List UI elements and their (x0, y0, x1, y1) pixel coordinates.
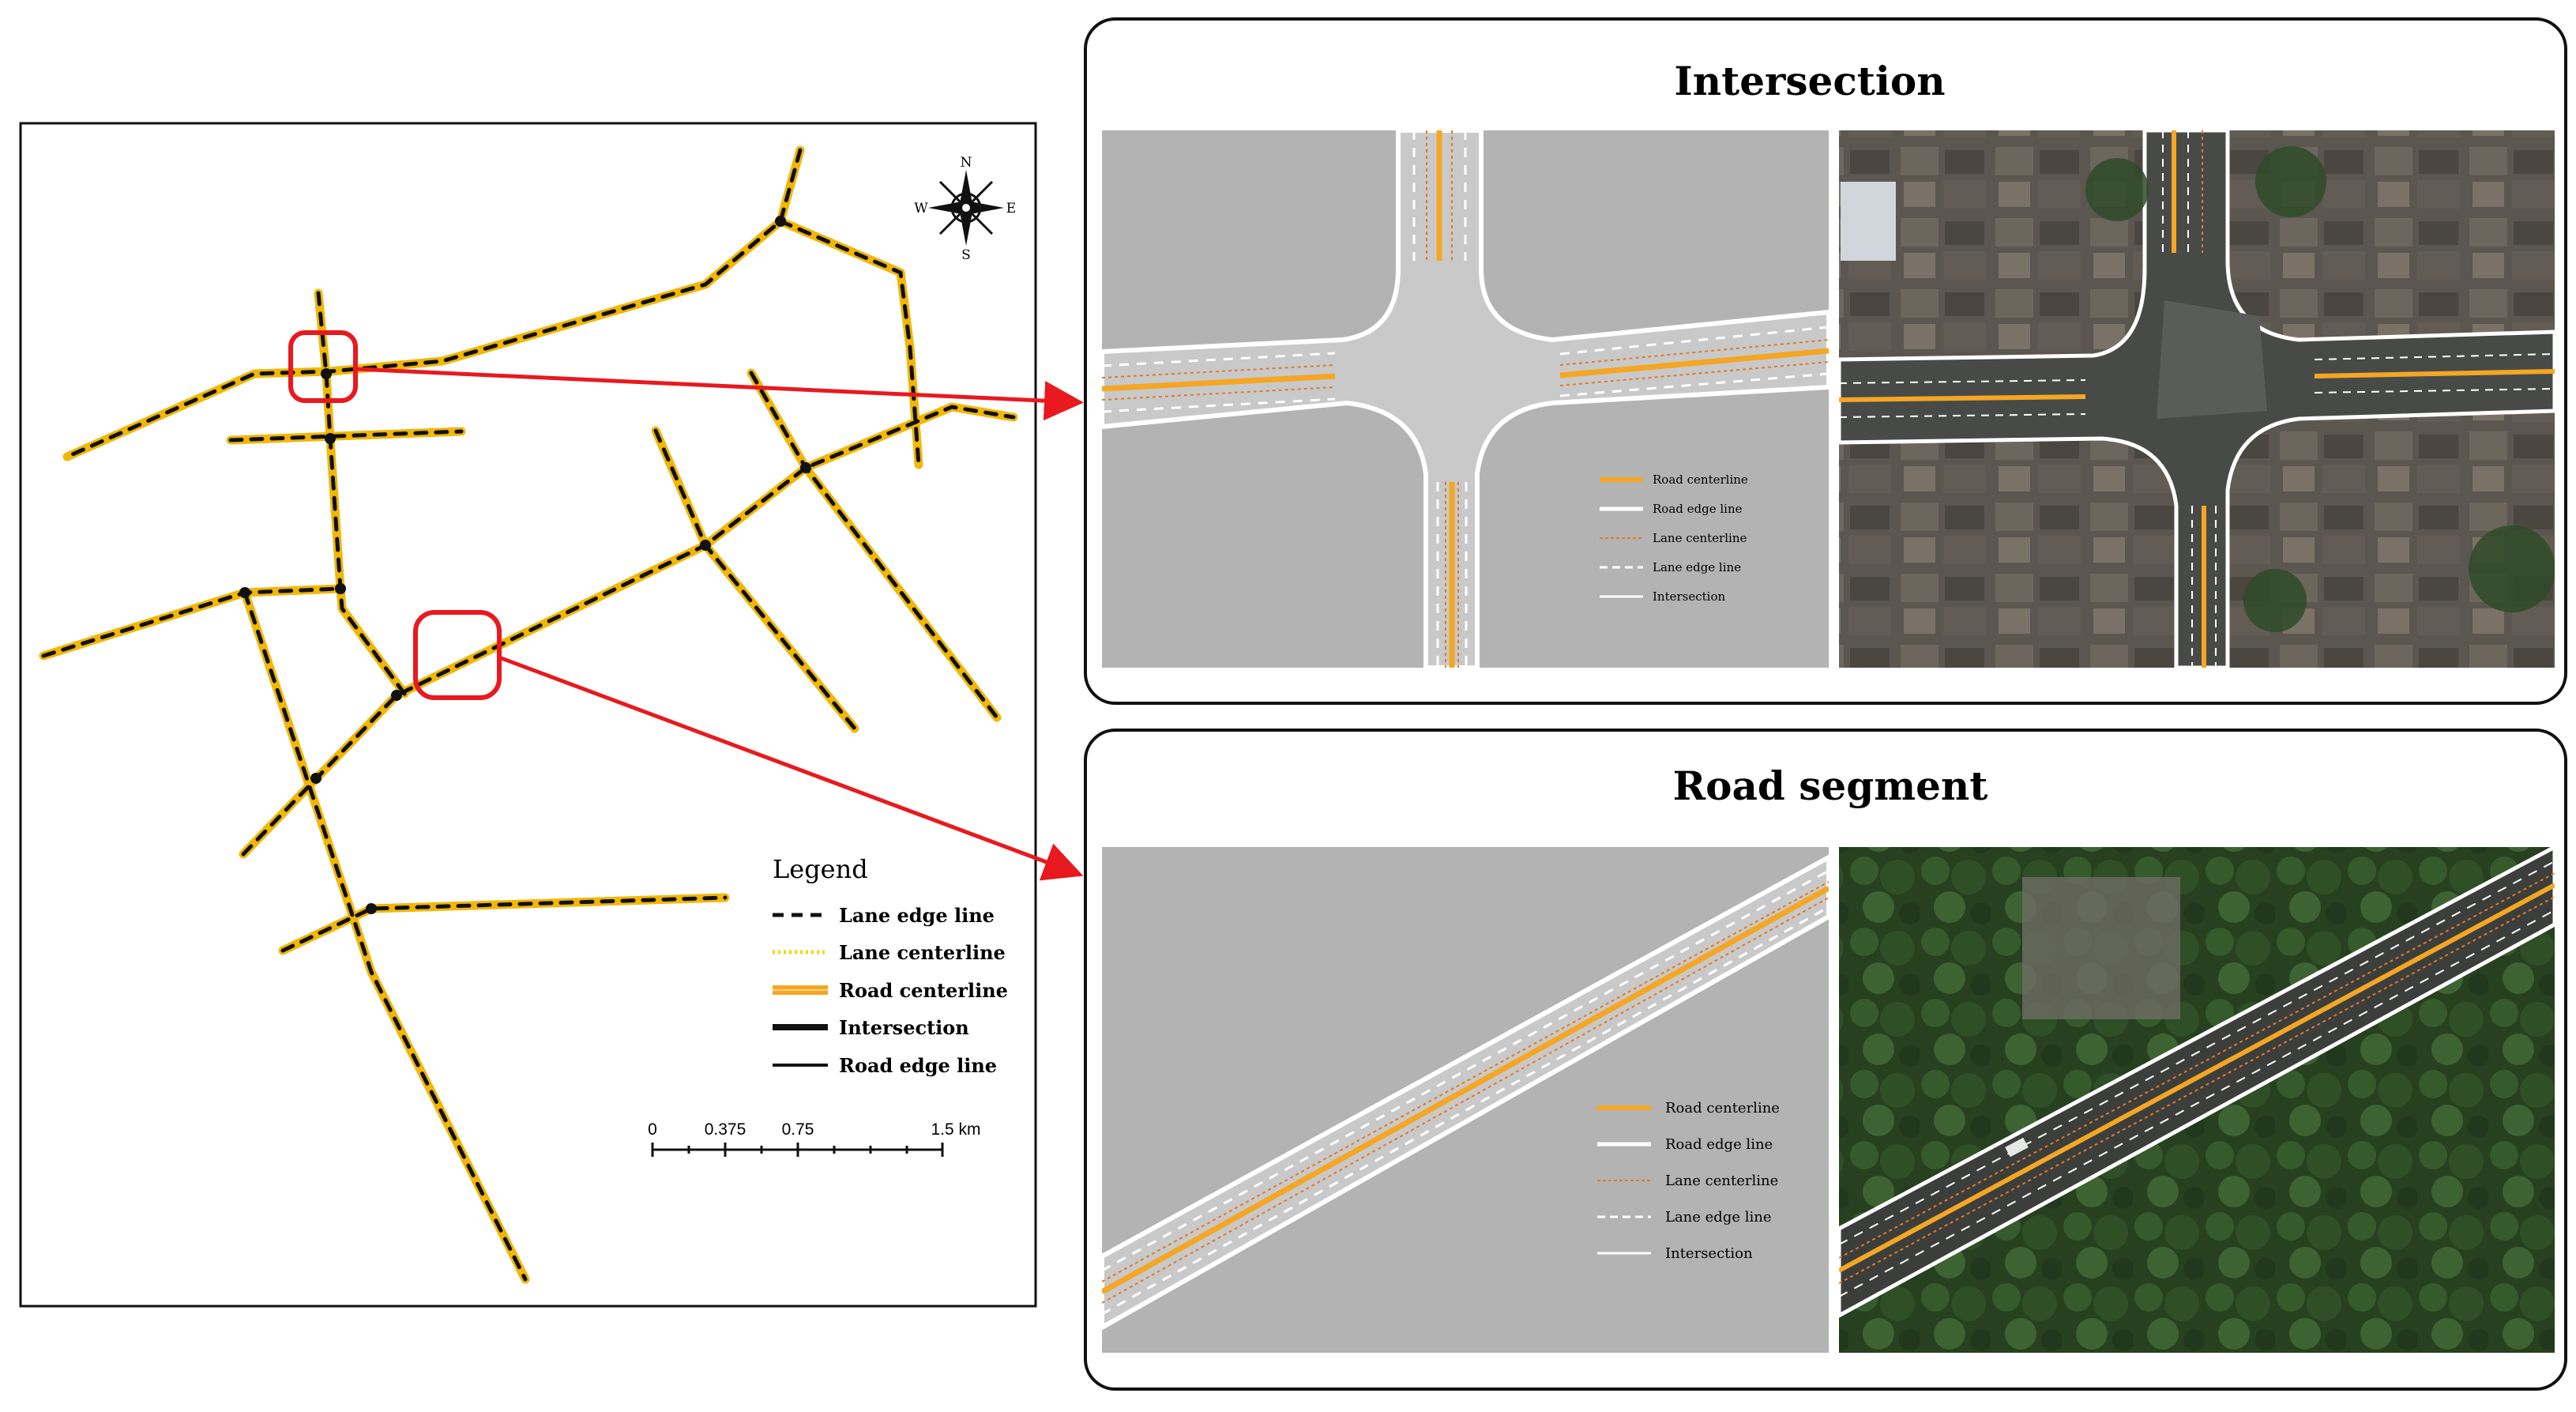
road-network-map: N S E W Legend Lane edge line Lane cente… (19, 122, 1037, 1308)
highlight-intersection-box (288, 330, 358, 403)
intersection-vector-legend: Road centerline Road edge line Lane cent… (1600, 473, 1748, 604)
scale-label-15km: 1.5 km (931, 1120, 980, 1139)
legend-item-lane-edge-line: Lane edge line (839, 904, 995, 927)
seg-legend-road-centerline: Road centerline (1665, 1100, 1780, 1116)
legend-item-road-edge-line: Road edge line (839, 1054, 997, 1077)
scale-label-075: 0.75 (782, 1120, 814, 1139)
intersection-satellite-view (1839, 130, 2555, 668)
int-legend-road-edge-line: Road edge line (1653, 502, 1743, 516)
intersection-vector-view: Road centerline Road edge line Lane cent… (1102, 130, 1829, 668)
segment-vector-legend: Road centerline Road edge line Lane cent… (1597, 1100, 1780, 1262)
intersection-panel-title: Intersection (1674, 58, 1945, 104)
intersection-panel: Intersection (1084, 17, 2567, 705)
segment-panel-title: Road segment (1673, 762, 1988, 809)
highlight-segment-box (413, 610, 502, 700)
segment-panel: Road segment Road centerline Road edge l… (1084, 729, 2567, 1391)
legend-item-intersection: Intersection (839, 1016, 969, 1039)
map-frame (19, 122, 1037, 1308)
map-legend: Legend Lane edge line Lane centerline Ro… (773, 854, 1008, 1077)
road-network (39, 145, 1018, 1284)
compass-s-label: S (961, 247, 971, 263)
segment-vector-view: Road centerline Road edge line Lane cent… (1102, 847, 1829, 1353)
compass-n-label: N (961, 155, 972, 171)
seg-legend-road-edge-line: Road edge line (1665, 1136, 1773, 1153)
int-legend-road-centerline: Road centerline (1653, 473, 1748, 487)
legend-item-lane-centerline: Lane centerline (839, 941, 1006, 964)
arrow-to-intersection-panel (355, 367, 1084, 421)
scale-bar: 0 0.375 0.75 1.5 km (648, 1120, 981, 1157)
arrow-to-segment-panel (498, 655, 1084, 881)
compass-e-label: E (1006, 201, 1016, 217)
legend-title: Legend (773, 854, 868, 884)
scale-label-0: 0 (648, 1120, 657, 1139)
compass-w-label: W (914, 201, 928, 217)
scale-label-0375: 0.375 (705, 1120, 746, 1139)
int-legend-lane-edge-line: Lane edge line (1653, 560, 1741, 574)
legend-item-road-centerline: Road centerline (839, 979, 1008, 1002)
seg-legend-lane-centerline: Lane centerline (1665, 1173, 1778, 1189)
seg-legend-lane-edge-line: Lane edge line (1665, 1209, 1771, 1226)
int-legend-intersection: Intersection (1653, 589, 1725, 604)
segment-satellite-view (1839, 847, 2555, 1353)
int-legend-lane-centerline: Lane centerline (1653, 531, 1747, 545)
seg-legend-intersection: Intersection (1665, 1245, 1753, 1262)
north-arrow-compass-icon: N S E W (914, 155, 1016, 263)
